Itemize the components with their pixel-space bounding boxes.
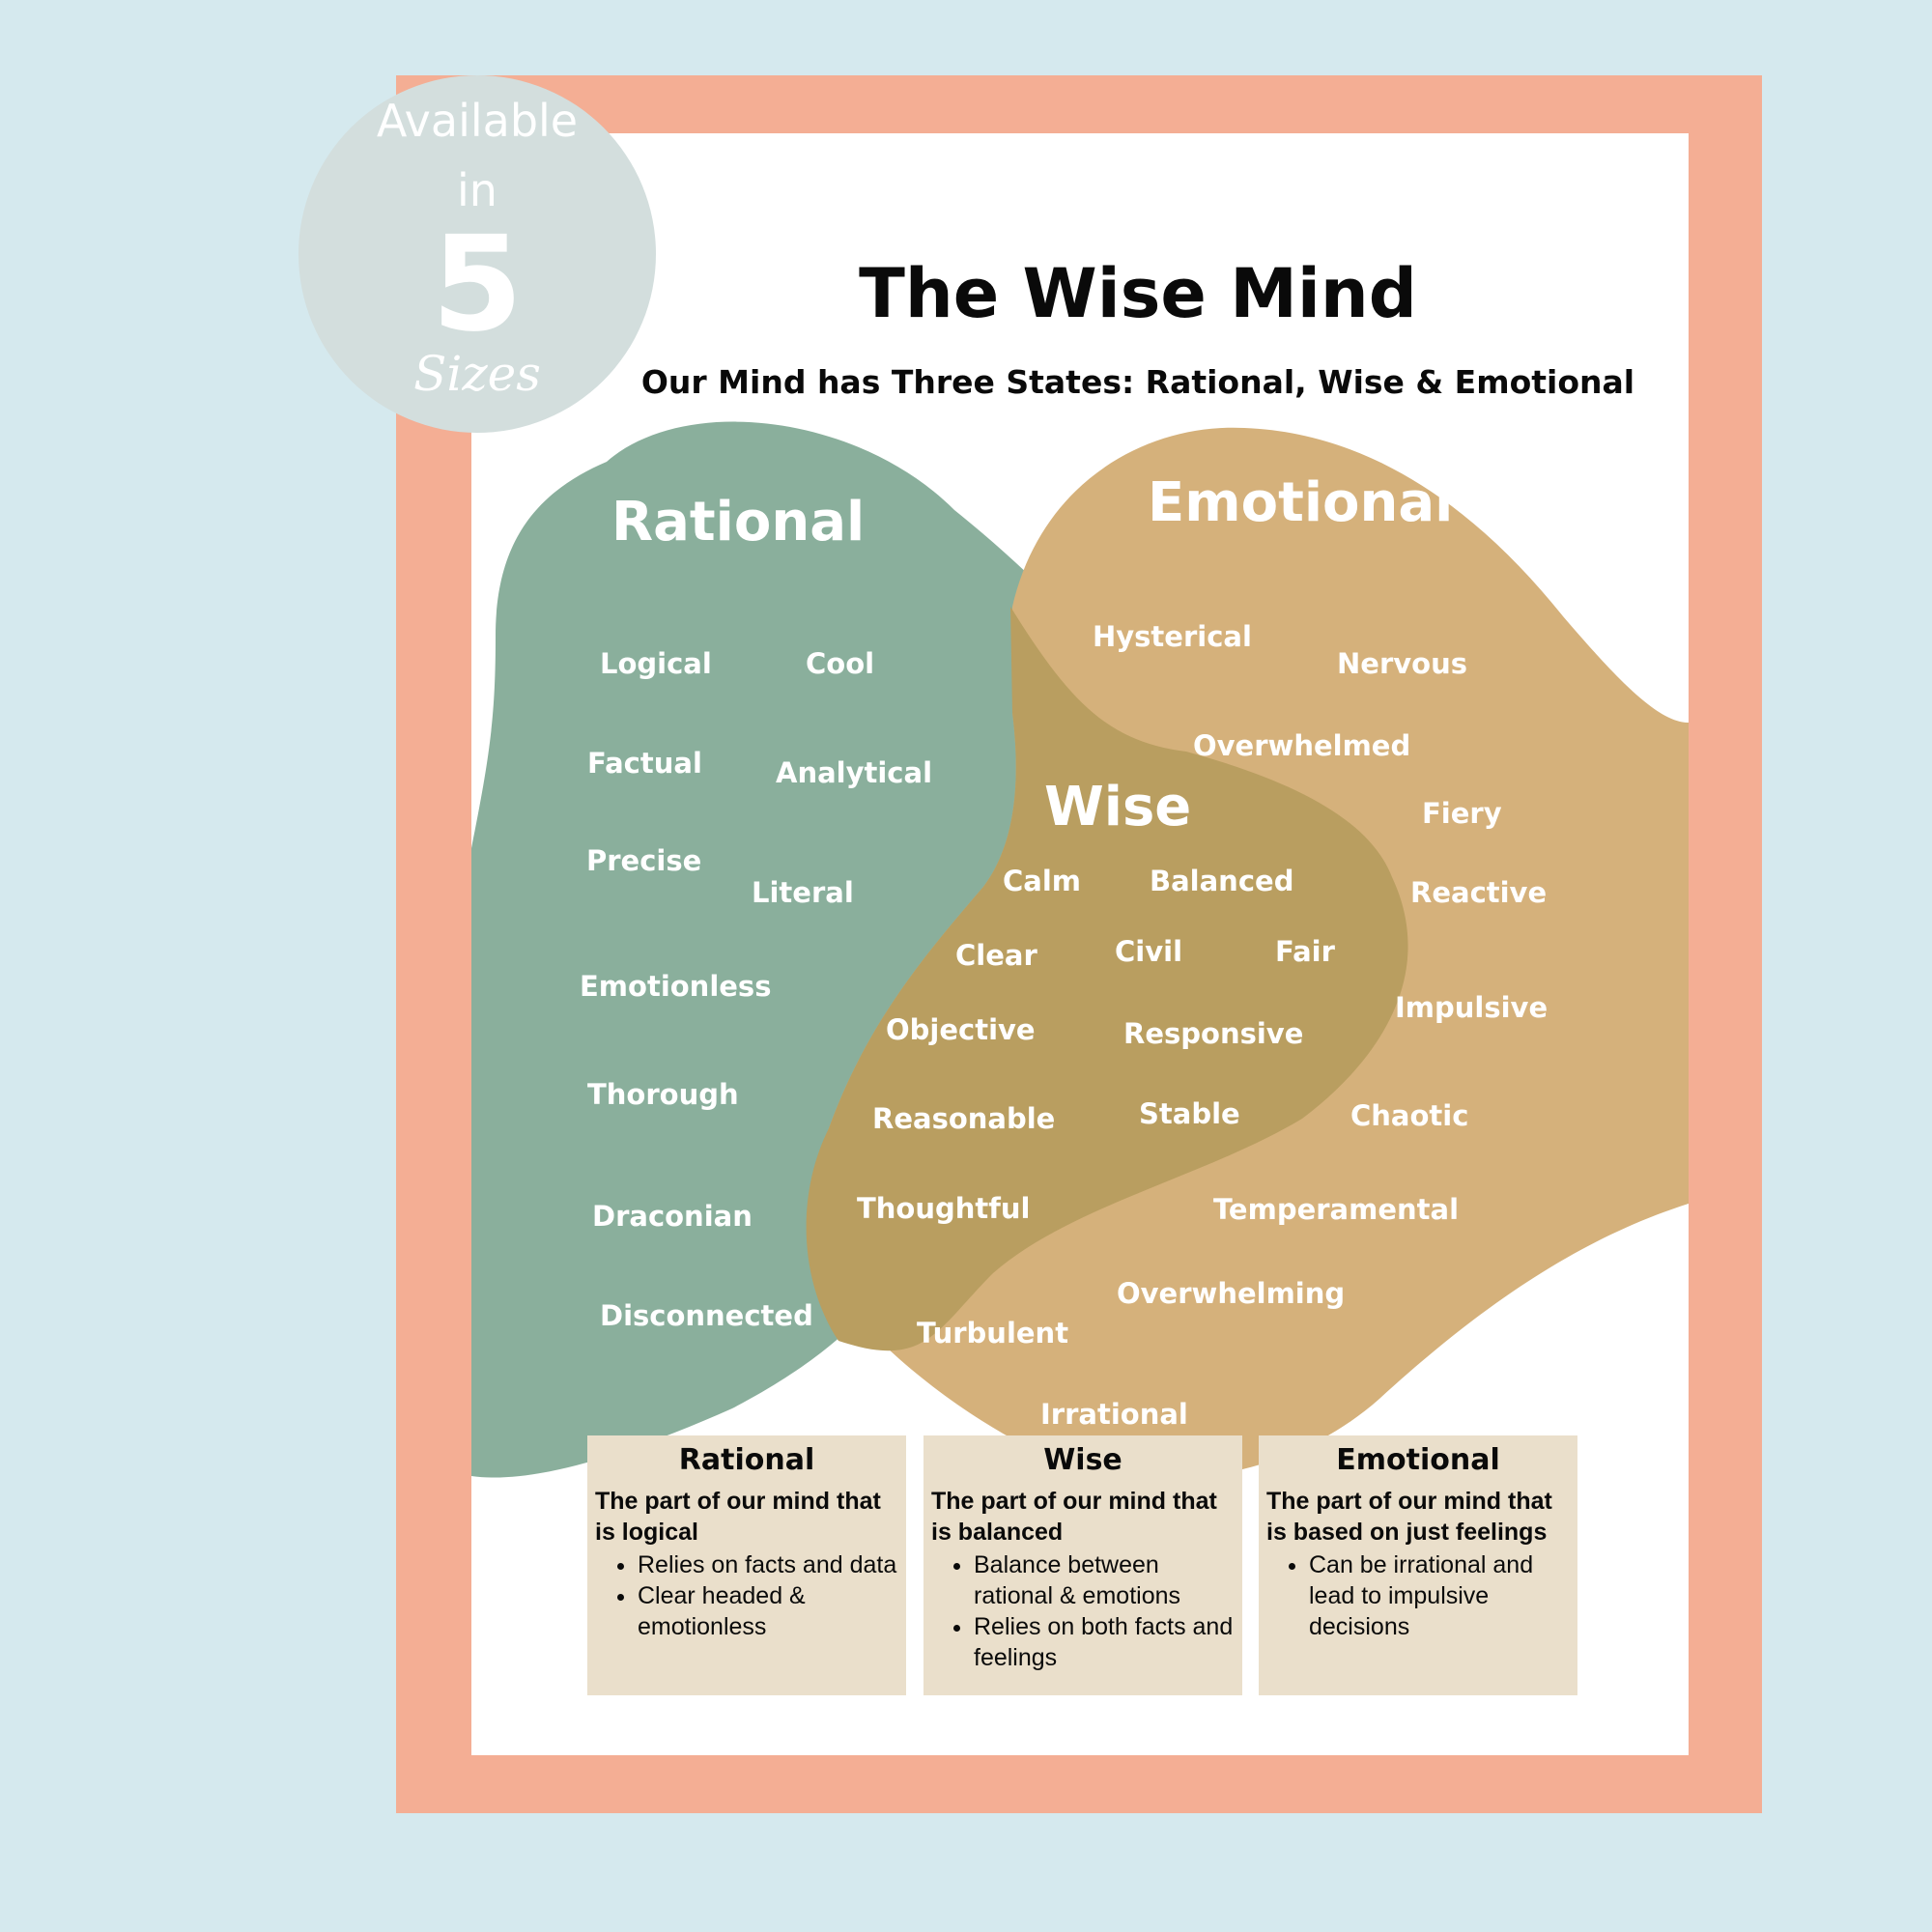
emotional-word: Chaotic bbox=[1350, 1099, 1469, 1132]
rational-word: Literal bbox=[752, 876, 854, 909]
wise-word: Reasonable bbox=[872, 1102, 1056, 1135]
card-lead: The part of our mind that is based on ju… bbox=[1266, 1488, 1552, 1546]
wise-word: Civil bbox=[1115, 935, 1183, 968]
wise-word: Responsive bbox=[1123, 1017, 1304, 1050]
card-bullet: Clear headed & emotionless bbox=[638, 1580, 898, 1642]
emotional-word: Reactive bbox=[1410, 876, 1548, 909]
wise-word: Thoughtful bbox=[857, 1192, 1031, 1225]
rational-word: Logical bbox=[600, 647, 712, 680]
emotional-word: Nervous bbox=[1337, 647, 1467, 680]
rational-region-title: Rational bbox=[611, 491, 866, 554]
wise-region-title: Wise bbox=[1044, 776, 1192, 838]
wise-word: Fair bbox=[1275, 935, 1335, 968]
wise-word: Calm bbox=[1003, 865, 1082, 897]
card-bullet: Balance between rational & emotions bbox=[974, 1549, 1235, 1611]
wise-word: Objective bbox=[886, 1013, 1036, 1046]
emotional-word: Irrational bbox=[1040, 1398, 1188, 1431]
rational-definition-card: Rational The part of our mind that is lo… bbox=[587, 1435, 906, 1695]
page-subtitle: Our Mind has Three States: Rational, Wis… bbox=[640, 363, 1635, 401]
sizes-badge: Available in 5 Sizes bbox=[298, 75, 656, 433]
emotional-word: Impulsive bbox=[1395, 991, 1548, 1024]
wise-word: Balanced bbox=[1150, 865, 1294, 897]
emotional-region-title: Emotional bbox=[1148, 471, 1454, 534]
badge-text-available: Available bbox=[376, 95, 579, 147]
emotional-word: Turbulent bbox=[917, 1317, 1069, 1350]
poster-sheet: The Wise Mind Our Mind has Three States:… bbox=[471, 133, 1689, 1755]
card-bullet: Relies on facts and data bbox=[638, 1549, 898, 1580]
rational-word: Disconnected bbox=[600, 1299, 813, 1332]
rational-word: Analytical bbox=[776, 756, 933, 789]
emotional-word: Overwhelmed bbox=[1193, 729, 1411, 762]
rational-blob bbox=[471, 421, 1186, 1478]
card-title: Wise bbox=[1043, 1443, 1122, 1477]
emotional-definition-card: Emotional The part of our mind that is b… bbox=[1259, 1435, 1577, 1695]
emotional-word: Temperamental bbox=[1213, 1193, 1460, 1226]
card-bullet: Relies on both facts and feelings bbox=[974, 1611, 1235, 1673]
badge-text-sizes: Sizes bbox=[413, 346, 541, 402]
venn-diagram bbox=[471, 421, 1689, 1480]
rational-word: Draconian bbox=[592, 1200, 753, 1233]
rational-word: Thorough bbox=[587, 1078, 739, 1111]
badge-text-in: in bbox=[457, 164, 497, 216]
badge-number: 5 bbox=[431, 209, 524, 361]
card-bullet-list: Balance between rational & emotions Reli… bbox=[931, 1549, 1235, 1673]
emotional-word: Overwhelming bbox=[1117, 1277, 1346, 1310]
emotional-word: Hysterical bbox=[1093, 620, 1252, 653]
rational-word: Cool bbox=[806, 647, 875, 680]
card-lead: The part of our mind that is balanced bbox=[931, 1488, 1217, 1546]
poster-frame: The Wise Mind Our Mind has Three States:… bbox=[396, 75, 1762, 1813]
card-bullet-list: Relies on facts and data Clear headed & … bbox=[595, 1549, 898, 1642]
emotional-word: Fiery bbox=[1422, 797, 1502, 830]
card-title: Rational bbox=[678, 1443, 815, 1477]
card-bullet: Can be irrational and lead to impulsive … bbox=[1309, 1549, 1570, 1642]
rational-word: Factual bbox=[587, 747, 702, 780]
page-title: The Wise Mind bbox=[859, 254, 1417, 333]
card-title: Emotional bbox=[1336, 1443, 1500, 1477]
card-bullet-list: Can be irrational and lead to impulsive … bbox=[1266, 1549, 1570, 1642]
rational-word: Precise bbox=[586, 844, 702, 877]
wise-word: Clear bbox=[955, 939, 1037, 972]
wise-word: Stable bbox=[1139, 1097, 1240, 1130]
card-lead: The part of our mind that is logical bbox=[595, 1488, 881, 1546]
wise-overlap bbox=[806, 607, 1408, 1351]
wise-definition-card: Wise The part of our mind that is balanc… bbox=[923, 1435, 1242, 1695]
rational-word: Emotionless bbox=[580, 970, 772, 1003]
